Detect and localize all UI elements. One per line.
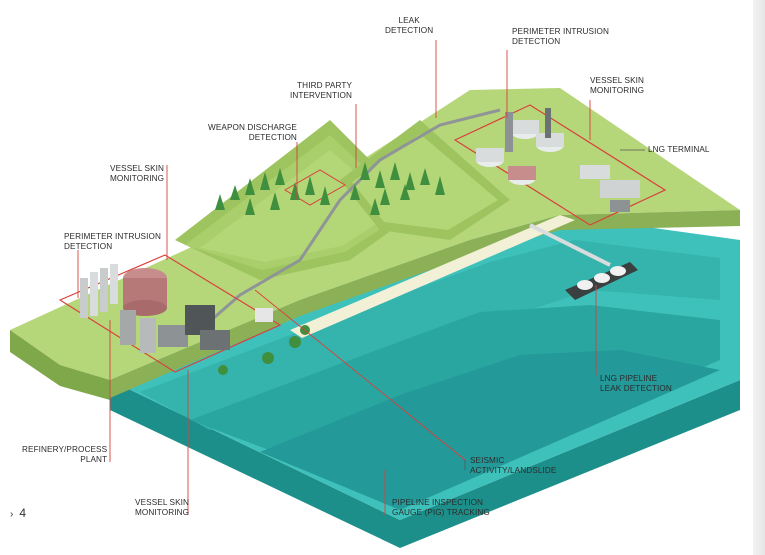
page-arrow-icon: ›	[10, 509, 14, 520]
zone-refinery	[58, 254, 282, 373]
road	[290, 215, 575, 338]
water-shelf-3	[260, 350, 720, 510]
forest	[215, 162, 445, 375]
lng-carrier-ship	[529, 223, 638, 300]
refinery-plant	[80, 264, 273, 353]
water-base-side	[110, 380, 740, 548]
lng-terminal-facility	[476, 108, 640, 212]
leader-lines-dark	[464, 149, 645, 470]
land-side-left	[10, 330, 110, 400]
zone-hill	[284, 169, 346, 206]
leader-lines	[77, 40, 597, 515]
page-number: ›4	[10, 506, 26, 520]
page-edge-strip	[753, 0, 765, 555]
pipeline-route	[199, 108, 501, 332]
page-number-text: 4	[19, 506, 27, 520]
label-lng-terminal: LNG TERMINAL	[648, 145, 710, 154]
